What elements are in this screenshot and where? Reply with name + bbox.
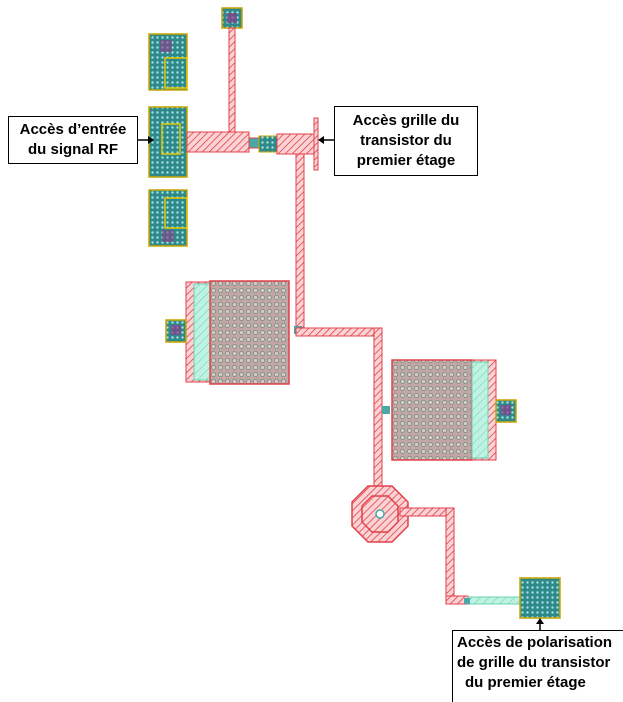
- input-transmission-line: [186, 117, 319, 171]
- bias-resistor: [464, 596, 521, 605]
- callout-bias-line2: de grille du transistor: [457, 654, 611, 671]
- callout-gate-line1: Accès grille du: [352, 112, 460, 129]
- right-capacitor: [391, 359, 517, 461]
- left-capacitor: [165, 280, 290, 385]
- arrow-bias: [536, 618, 544, 630]
- rf-input-pads: [148, 33, 188, 247]
- callout-gate-line3: premier étage: [356, 152, 456, 169]
- callout-bias-line3: du premier étage: [465, 674, 586, 691]
- callout-rf-input: Accès d’entrée du signal RF: [8, 116, 138, 164]
- arrow-gate: [318, 136, 334, 144]
- callout-gate-bias: Accès de polarisation de grille du trans…: [452, 630, 623, 702]
- spiral-inductor: [351, 485, 469, 605]
- bias-pad: [519, 577, 561, 619]
- arrow-rf-input: [138, 136, 154, 144]
- callout-rf-input-line2: du signal RF: [28, 141, 118, 158]
- vertical-line: [294, 153, 305, 334]
- callout-bias-line1: Accès de polarisation: [457, 634, 613, 651]
- middle-line: [295, 327, 390, 487]
- top-pad: [221, 7, 243, 133]
- callout-rf-input-line1: Accès d’entrée: [19, 121, 127, 138]
- callout-gate-access: Accès grille du transistor du premier ét…: [334, 106, 478, 176]
- callout-gate-line2: transistor du: [360, 132, 452, 149]
